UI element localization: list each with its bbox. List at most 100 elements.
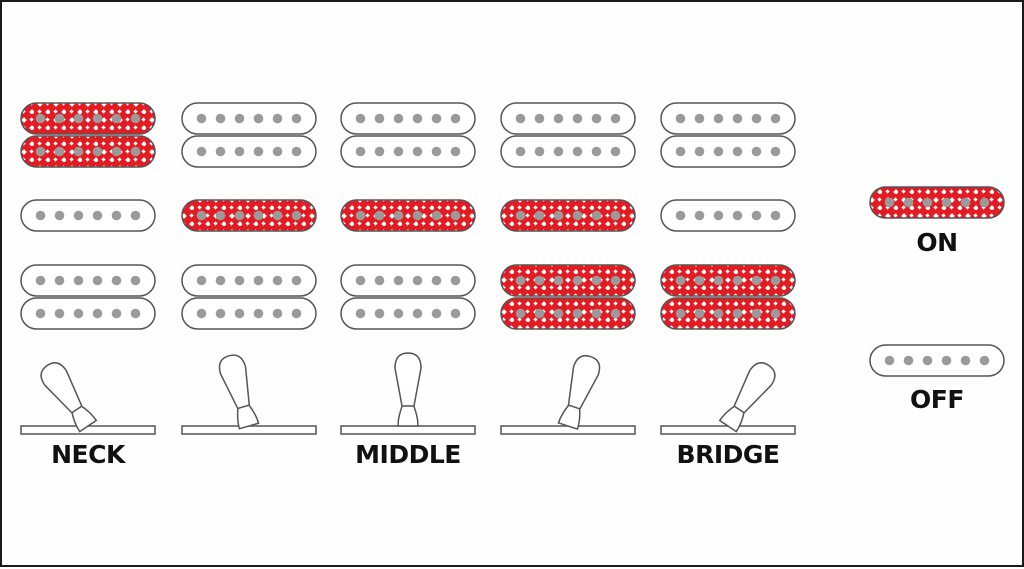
pole-piece: [572, 146, 583, 157]
bridge-humbucker-coil-bottom: [181, 297, 317, 330]
pole-piece: [215, 146, 226, 157]
pole-piece: [694, 308, 705, 319]
neck-humbucker-coil-top-body: [181, 102, 317, 135]
pole-piece: [130, 275, 141, 286]
pole-piece: [111, 275, 122, 286]
pole-piece: [694, 113, 705, 124]
neck-humbucker-coil-top-body: [660, 102, 796, 135]
pole-piece: [515, 146, 526, 157]
switch-plate: [181, 425, 317, 435]
pole-piece: [92, 275, 103, 286]
pole-piece: [73, 210, 84, 221]
bridge-humbucker-coil-bottom-body: [20, 297, 156, 330]
position-column-2: [181, 102, 317, 435]
pole-piece: [35, 308, 46, 319]
pole-piece: [960, 355, 971, 366]
pole-piece: [291, 210, 302, 221]
pole-piece: [272, 308, 283, 319]
pole-piece: [979, 355, 990, 366]
bridge-humbucker-coil-top-body: [500, 264, 636, 297]
pole-piece: [515, 210, 526, 221]
bridge-humbucker-coil-bottom-body: [660, 297, 796, 330]
pole-piece: [92, 308, 103, 319]
bridge-humbucker-coil-bottom-body: [340, 297, 476, 330]
pole-piece: [515, 113, 526, 124]
switch-plate: [20, 425, 156, 435]
pole-piece: [610, 210, 621, 221]
pole-piece: [234, 275, 245, 286]
bridge-humbucker-coil-top: [500, 264, 636, 297]
pole-piece: [591, 113, 602, 124]
neck-humbucker-coil-top: [20, 102, 156, 135]
neck-humbucker-coil-top-body: [20, 102, 156, 135]
pole-piece: [732, 308, 743, 319]
selector-switch: [181, 354, 317, 435]
pole-piece: [534, 275, 545, 286]
neck-humbucker-coil-bottom-body: [181, 135, 317, 168]
pole-piece: [54, 308, 65, 319]
pole-piece: [374, 210, 385, 221]
pole-piece: [54, 113, 65, 124]
neck-humbucker-coil-bottom: [20, 135, 156, 168]
pole-piece: [35, 210, 46, 221]
pole-piece: [73, 275, 84, 286]
pole-piece: [713, 275, 724, 286]
pole-piece: [215, 113, 226, 124]
bridge-humbucker-coil-bottom: [660, 297, 796, 330]
legend-off-swatch: [869, 344, 1005, 377]
pole-piece: [553, 308, 564, 319]
pole-piece: [572, 308, 583, 319]
pole-piece: [610, 146, 621, 157]
position-column-1: [20, 102, 156, 435]
pole-piece: [355, 308, 366, 319]
pole-piece: [54, 210, 65, 221]
pole-piece: [431, 146, 442, 157]
pole-piece: [610, 308, 621, 319]
pole-piece: [234, 113, 245, 124]
pole-piece: [291, 146, 302, 157]
pole-piece: [393, 308, 404, 319]
pole-piece: [553, 146, 564, 157]
pole-piece: [73, 308, 84, 319]
pole-piece: [431, 308, 442, 319]
neck-humbucker-coil-top: [500, 102, 636, 135]
bridge-humbucker-coil-bottom-body: [500, 297, 636, 330]
pole-piece: [534, 113, 545, 124]
neck-humbucker-coil-bottom: [660, 135, 796, 168]
bridge-humbucker-coil-top: [181, 264, 317, 297]
legend-on-swatch: [869, 186, 1005, 219]
pole-piece: [355, 113, 366, 124]
legend-off-swatch-body: [869, 344, 1005, 377]
pole-piece: [374, 146, 385, 157]
pole-piece: [234, 210, 245, 221]
bridge-humbucker-coil-top: [660, 264, 796, 297]
switch-tip: [567, 354, 601, 410]
neck-humbucker-coil-bottom-body: [20, 135, 156, 168]
bridge-humbucker-coil-top-body: [20, 264, 156, 297]
pole-piece: [751, 146, 762, 157]
switch-tip: [733, 362, 776, 414]
neck-humbucker-coil-top: [340, 102, 476, 135]
pole-piece: [751, 308, 762, 319]
bridge-humbucker-coil-top-body: [340, 264, 476, 297]
pole-piece: [675, 275, 686, 286]
pole-piece: [92, 210, 103, 221]
neck-humbucker-coil-top-body: [340, 102, 476, 135]
pole-piece: [610, 113, 621, 124]
pole-piece: [922, 197, 933, 208]
pole-piece: [196, 113, 207, 124]
legend-on-label: ON: [916, 228, 958, 257]
neck-humbucker-coil-bottom-body: [340, 135, 476, 168]
pole-piece: [111, 113, 122, 124]
pole-piece: [675, 146, 686, 157]
legend-on-swatch-body: [869, 186, 1005, 219]
pole-piece: [374, 113, 385, 124]
pole-piece: [130, 146, 141, 157]
neck-humbucker-coil-bottom: [340, 135, 476, 168]
pole-piece: [770, 113, 781, 124]
label-middle: MIDDLE: [355, 440, 461, 469]
pole-piece: [713, 113, 724, 124]
pole-piece: [675, 113, 686, 124]
switch-lever: [718, 362, 776, 433]
